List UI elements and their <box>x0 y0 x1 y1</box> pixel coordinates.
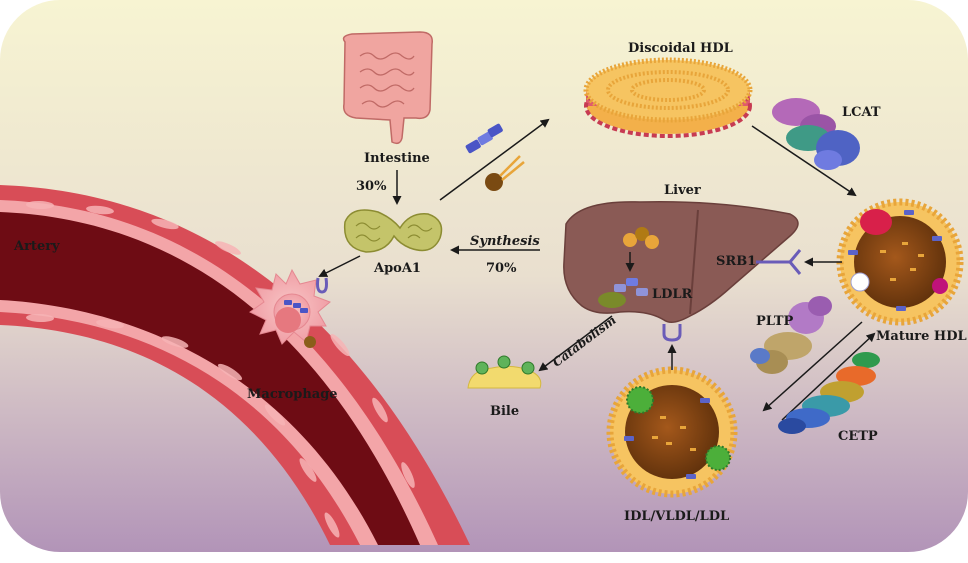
liver-label: Liver <box>664 183 701 198</box>
pltp-label: PLTP <box>756 314 794 329</box>
liver-percent: 70% <box>486 261 517 276</box>
discoidal-to-mature-arrow <box>751 125 857 197</box>
cetp-label: CETP <box>838 429 878 444</box>
pltp-enzyme-icon <box>750 296 832 374</box>
intestine-label: Intestine <box>364 151 430 166</box>
idl-vldl-ldl-label: IDL/VLDL/LDL <box>624 509 729 524</box>
discoidal-hdl-particle <box>583 57 753 138</box>
intestine-icon <box>342 31 433 145</box>
macrophage-cell <box>249 268 331 348</box>
srb1-label: SRB1 <box>716 254 756 269</box>
apoa1-label: ApoA1 <box>373 261 421 276</box>
bile-label: Bile <box>490 404 519 419</box>
apoprotein-lipid-icons <box>465 123 525 191</box>
intestine-percent: 30% <box>356 179 387 194</box>
ldl-particle <box>606 366 738 498</box>
srb1-receptor-icon <box>756 249 802 275</box>
lcat-label: LCAT <box>842 105 881 120</box>
discoidal-hdl-label: Discoidal HDL <box>628 41 733 56</box>
apoa1-to-discoidal-arrow <box>439 118 550 201</box>
artery-label: Artery <box>13 239 60 254</box>
apoa1-protein-icon <box>343 209 443 253</box>
macrophage-label: Macrophage <box>247 387 338 402</box>
pltp-arrow <box>762 321 863 412</box>
apoa1-to-macrophage-arrow <box>318 255 361 277</box>
lcat-enzyme-icon <box>772 98 860 170</box>
liver-metabolism-icons <box>614 227 659 296</box>
mature-hdl-label: Mature HDL <box>876 329 967 344</box>
liver-organ <box>563 201 799 323</box>
synthesis-label: Synthesis <box>470 234 540 249</box>
mature-hdl-particle <box>836 198 964 326</box>
cetp-arrow <box>781 332 876 421</box>
ldlr-receptor-icon <box>662 324 682 342</box>
ldlr-label: LDLR <box>652 287 693 302</box>
liver-to-bile-arrow <box>538 315 613 372</box>
cetp-enzyme-icon <box>778 352 880 434</box>
bile-icon <box>467 355 542 389</box>
artery <box>0 185 470 545</box>
